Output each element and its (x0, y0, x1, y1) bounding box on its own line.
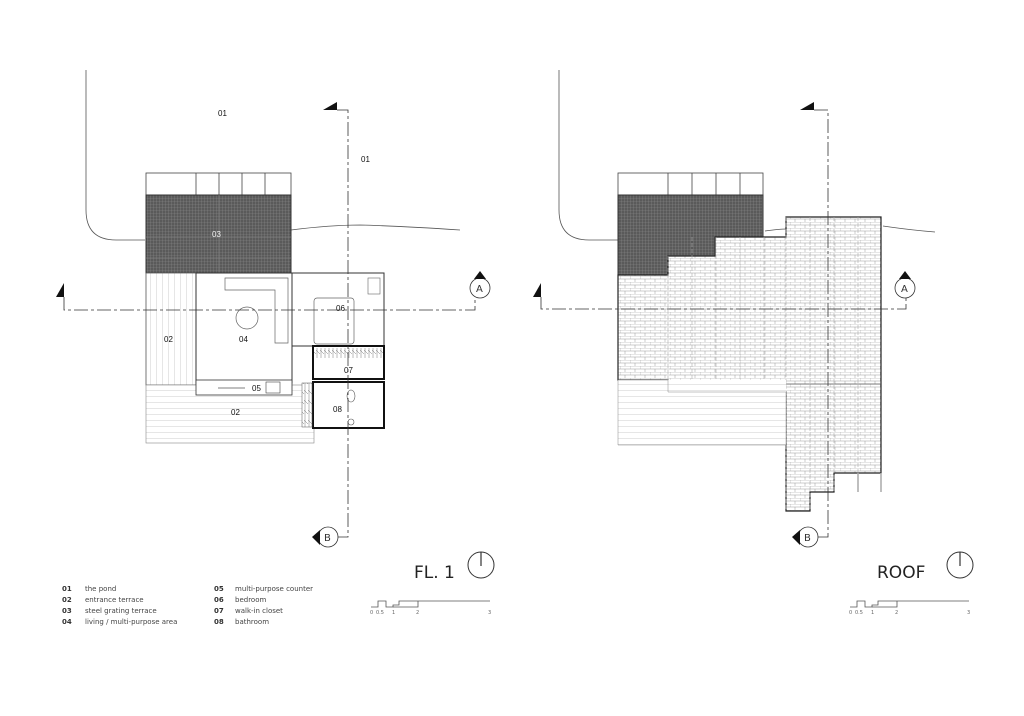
steel-grating-terrace (145, 194, 292, 274)
svg-text:2: 2 (895, 610, 898, 616)
svg-text:1: 1 (392, 610, 395, 616)
svg-text:bathroom: bathroom (235, 618, 269, 626)
north-arrow-icon (946, 551, 974, 579)
svg-text:entrance terrace: entrance terrace (85, 596, 144, 604)
label-entrance-side: 02 (164, 335, 173, 344)
label-counter: 05 (252, 384, 261, 393)
pond-outline (558, 70, 618, 241)
label-closet: 07 (344, 366, 353, 375)
pond-shore-line (764, 225, 936, 233)
pond-shore-line (290, 224, 461, 231)
svg-text:08: 08 (214, 618, 224, 626)
legend: 01 the pond 02 entrance terrace 03 steel… (62, 585, 313, 626)
svg-text:02: 02 (62, 596, 72, 604)
label-pond-a: 01 (218, 109, 227, 118)
svg-text:2: 2 (416, 610, 419, 616)
section-line-b: B (312, 102, 349, 548)
svg-text:0.5: 0.5 (376, 610, 384, 616)
svg-text:05: 05 (214, 585, 224, 593)
svg-text:3: 3 (488, 610, 491, 616)
svg-text:0: 0 (849, 610, 852, 616)
svg-text:03: 03 (62, 607, 72, 615)
section-a-marker: A (476, 284, 483, 295)
section-line-a: A (56, 271, 491, 311)
label-bathroom: 08 (333, 405, 342, 414)
floor-plan-fl1: 01 01 03 02 04 06 05 07 02 08 A B FL. 1 (56, 70, 495, 616)
section-b-marker: B (804, 533, 811, 544)
label-bedroom: 06 (336, 304, 345, 313)
svg-text:0: 0 (370, 610, 373, 616)
label-steel-terrace: 03 (212, 230, 221, 239)
svg-text:0.5: 0.5 (855, 610, 863, 616)
section-line-a: A (533, 271, 916, 310)
plan-title-fl1: FL. 1 (414, 563, 455, 583)
label-entrance-front: 02 (231, 408, 240, 417)
svg-text:multi-purpose counter: multi-purpose counter (235, 585, 313, 593)
svg-text:walk-in closet: walk-in closet (235, 607, 283, 615)
svg-text:1: 1 (871, 610, 874, 616)
roof-plan: A B ROOF 0 0.5 1 2 3 (533, 70, 974, 616)
section-line-b: B (792, 102, 829, 548)
section-a-marker: A (901, 284, 908, 295)
label-living: 04 (239, 335, 248, 344)
svg-text:3: 3 (967, 610, 970, 616)
plan-title-roof: ROOF (877, 563, 925, 583)
north-arrow-icon (467, 551, 495, 579)
section-b-marker: B (324, 533, 331, 544)
scale-bar-roof: 0 0.5 1 2 3 (849, 600, 970, 616)
svg-text:steel grating terrace: steel grating terrace (85, 607, 157, 615)
svg-text:04: 04 (62, 618, 72, 626)
svg-text:06: 06 (214, 596, 224, 604)
svg-text:bedroom: bedroom (235, 596, 266, 604)
entrance-terrace-side (145, 272, 197, 386)
label-pond-b: 01 (361, 155, 370, 164)
svg-text:07: 07 (214, 607, 224, 615)
svg-text:01: 01 (62, 585, 72, 593)
svg-text:living / multi-purpose area: living / multi-purpose area (85, 618, 177, 626)
scale-bar-fl1: 0 0.5 1 2 3 (370, 600, 491, 616)
svg-text:the pond: the pond (85, 585, 116, 593)
pond-outline (85, 70, 145, 241)
